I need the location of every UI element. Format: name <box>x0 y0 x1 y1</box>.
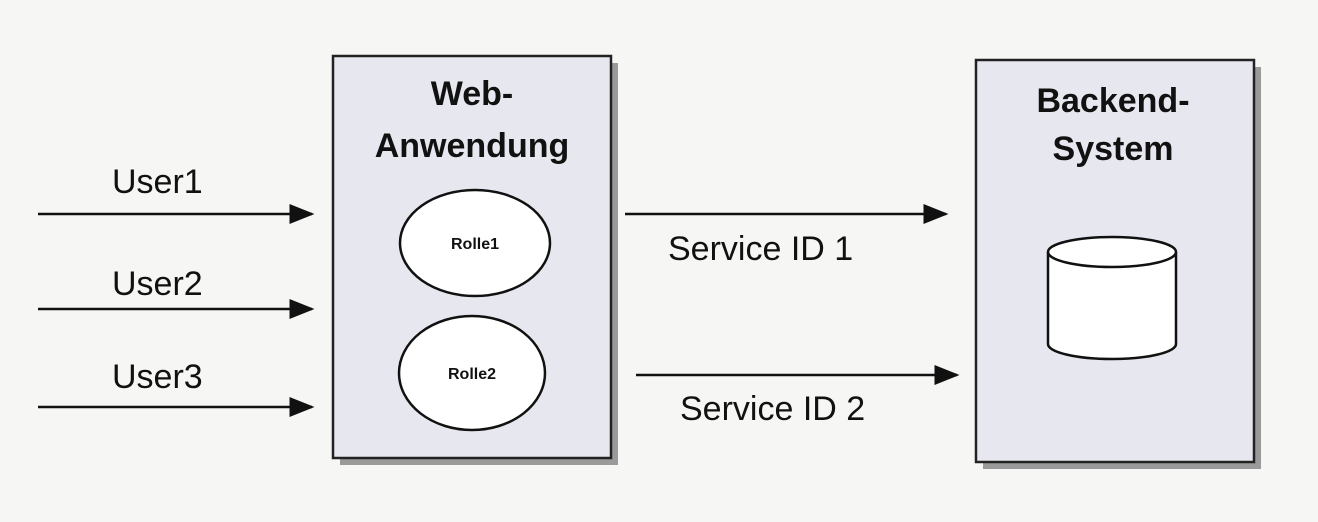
database-icon <box>1046 235 1178 361</box>
web-app-title-line2: Anwendung <box>375 127 570 165</box>
role1-label: Rolle1 <box>451 236 499 253</box>
web-app-box: Web- Anwendung Rolle1 Rolle2 <box>331 54 618 465</box>
web-app-title-line1: Web- <box>431 75 513 113</box>
user1-label: User1 <box>112 163 203 201</box>
user1-connection: User1 <box>38 163 315 224</box>
backend-box: Backend- System <box>974 58 1261 469</box>
user2-connection: User2 <box>38 265 315 319</box>
role1-ellipse <box>398 188 552 298</box>
service-id-1-label: Service ID 1 <box>668 230 853 268</box>
user3-connection: User3 <box>38 358 315 417</box>
user3-label: User3 <box>112 358 203 396</box>
service-id-2-label: Service ID 2 <box>680 390 865 428</box>
service-id-2-connection: Service ID 2 <box>636 365 960 428</box>
user2-label: User2 <box>112 265 203 303</box>
backend-title-line2: System <box>1053 130 1174 168</box>
backend-title-line1: Backend- <box>1036 82 1189 120</box>
service-id-1-connection: Service ID 1 <box>625 204 949 268</box>
role2-ellipse <box>397 314 547 432</box>
role2-label: Rolle2 <box>448 366 496 383</box>
